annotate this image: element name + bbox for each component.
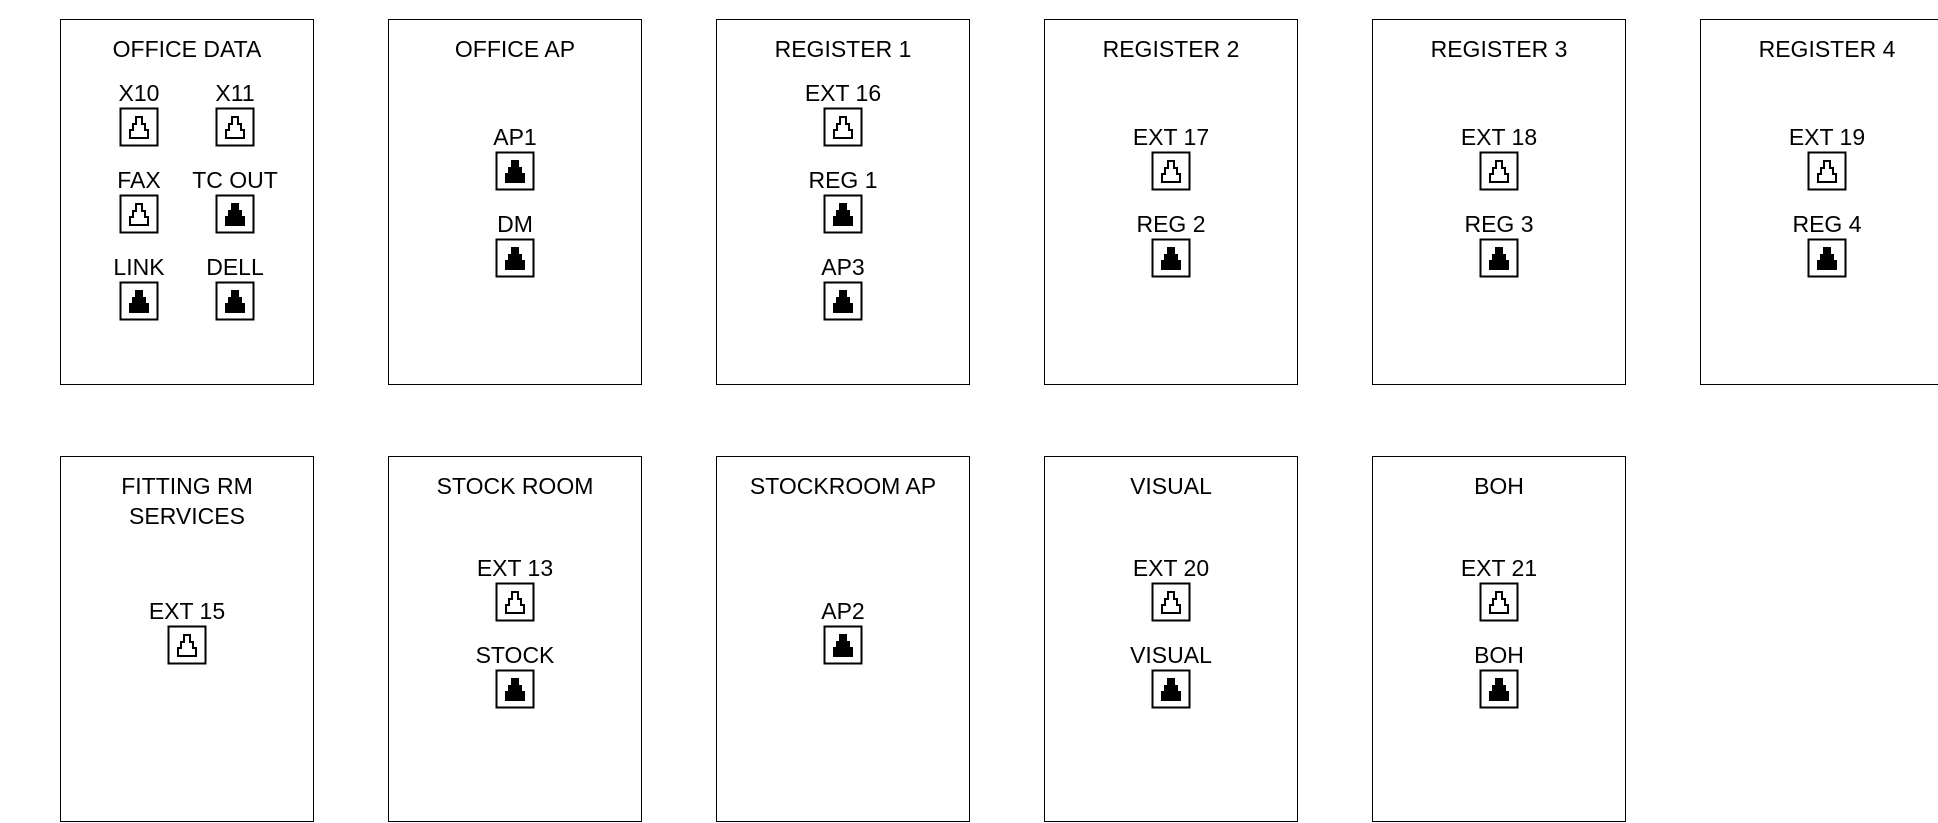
- port: DM: [455, 211, 575, 278]
- panel-fitting-rm-services: FITTING RM SERVICES EXT 15: [60, 456, 314, 822]
- port: REG 2: [1111, 211, 1231, 278]
- port-label: REG 2: [1136, 211, 1206, 237]
- port-label: VISUAL: [1130, 642, 1212, 668]
- data-jack-icon: [1151, 238, 1191, 278]
- port: DELL: [175, 254, 295, 321]
- port-label: EXT 19: [1788, 124, 1866, 150]
- port-label: EXT 16: [804, 80, 882, 106]
- port-label: STOCK: [475, 642, 555, 668]
- panel-office-data: OFFICE DATA X10 X11 FAX TC OUT LINK DELL: [60, 19, 314, 385]
- voice-jack-icon: [1151, 151, 1191, 191]
- port: EXT 13: [455, 555, 575, 622]
- port: REG 1: [783, 167, 903, 234]
- port-label: AP3: [821, 254, 865, 280]
- panel-office-ap: OFFICE AP AP1 DM: [388, 19, 642, 385]
- data-jack-icon: [1151, 669, 1191, 709]
- port-label: LINK: [113, 254, 165, 280]
- port: EXT 19: [1767, 124, 1887, 191]
- voice-jack-icon: [1807, 151, 1847, 191]
- port: LINK: [79, 254, 199, 321]
- panel-title: REGISTER 4: [1758, 36, 1896, 62]
- port: AP3: [783, 254, 903, 321]
- panel-title: REGISTER 1: [774, 36, 912, 62]
- panel-title: OFFICE DATA: [112, 36, 262, 62]
- port-label: AP1: [493, 124, 537, 150]
- port-label: DELL: [206, 254, 264, 280]
- panel-title: FITTING RM SERVICES: [121, 473, 253, 529]
- data-jack-icon: [495, 238, 535, 278]
- panel-visual: VISUAL EXT 20 VISUAL: [1044, 456, 1298, 822]
- voice-jack-icon: [1479, 151, 1519, 191]
- port: X11: [175, 80, 295, 147]
- panel-title: OFFICE AP: [454, 36, 576, 62]
- voice-jack-icon: [119, 194, 159, 234]
- port-label: DM: [497, 211, 533, 237]
- data-jack-icon: [1479, 669, 1519, 709]
- port-label: EXT 18: [1460, 124, 1538, 150]
- panel-register-2: REGISTER 2 EXT 17 REG 2: [1044, 19, 1298, 385]
- panel-title: REGISTER 3: [1430, 36, 1568, 62]
- port-label: EXT 15: [148, 598, 226, 624]
- port: STOCK: [455, 642, 575, 709]
- panel-title: BOH: [1474, 473, 1524, 499]
- panel-stock-room: STOCK ROOM EXT 13 STOCK: [388, 456, 642, 822]
- panel-register-4: REGISTER 4 EXT 19 REG 4: [1700, 19, 1938, 385]
- panel-register-3: REGISTER 3 EXT 18 REG 3: [1372, 19, 1626, 385]
- voice-jack-icon: [1151, 582, 1191, 622]
- port: EXT 21: [1439, 555, 1559, 622]
- port-label: EXT 20: [1132, 555, 1210, 581]
- data-jack-icon: [215, 194, 255, 234]
- data-jack-icon: [1479, 238, 1519, 278]
- data-jack-icon: [1807, 238, 1847, 278]
- port: EXT 15: [127, 598, 247, 665]
- panel-title: VISUAL: [1130, 473, 1212, 499]
- panel-title: REGISTER 2: [1102, 36, 1240, 62]
- panel-title: STOCK ROOM: [436, 473, 594, 499]
- voice-jack-icon: [495, 582, 535, 622]
- port-label: REG 4: [1792, 211, 1862, 237]
- port: REG 3: [1439, 211, 1559, 278]
- port-label: EXT 21: [1460, 555, 1538, 581]
- panel-register-1: REGISTER 1 EXT 16 REG 1 AP3: [716, 19, 970, 385]
- port: FAX: [79, 167, 199, 234]
- port: REG 4: [1767, 211, 1887, 278]
- port-label: X11: [215, 80, 255, 106]
- port: EXT 16: [783, 80, 903, 147]
- data-jack-icon: [215, 281, 255, 321]
- panel-boh: BOH EXT 21 BOH: [1372, 456, 1626, 822]
- port: AP1: [455, 124, 575, 191]
- port: VISUAL: [1111, 642, 1231, 709]
- data-jack-icon: [119, 281, 159, 321]
- data-jack-icon: [495, 151, 535, 191]
- panel-stockroom-ap: STOCKROOM AP AP2: [716, 456, 970, 822]
- data-jack-icon: [823, 194, 863, 234]
- port-label: FAX: [117, 167, 161, 193]
- port: EXT 20: [1111, 555, 1231, 622]
- port: BOH: [1439, 642, 1559, 709]
- port: EXT 18: [1439, 124, 1559, 191]
- voice-jack-icon: [119, 107, 159, 147]
- port: AP2: [783, 598, 903, 665]
- data-jack-icon: [823, 281, 863, 321]
- port: TC OUT: [175, 167, 295, 234]
- port-label: TC OUT: [192, 167, 278, 193]
- data-jack-icon: [823, 625, 863, 665]
- port-label: REG 1: [808, 167, 878, 193]
- data-jack-icon: [495, 669, 535, 709]
- panel-title: STOCKROOM AP: [749, 473, 937, 499]
- voice-jack-icon: [215, 107, 255, 147]
- port-label: AP2: [821, 598, 865, 624]
- port-label: X10: [118, 80, 160, 106]
- port: EXT 17: [1111, 124, 1231, 191]
- port-label: REG 3: [1464, 211, 1534, 237]
- port: X10: [79, 80, 199, 147]
- port-label: EXT 17: [1132, 124, 1210, 150]
- voice-jack-icon: [823, 107, 863, 147]
- port-label: EXT 13: [476, 555, 554, 581]
- voice-jack-icon: [1479, 582, 1519, 622]
- voice-jack-icon: [167, 625, 207, 665]
- port-label: BOH: [1474, 642, 1524, 668]
